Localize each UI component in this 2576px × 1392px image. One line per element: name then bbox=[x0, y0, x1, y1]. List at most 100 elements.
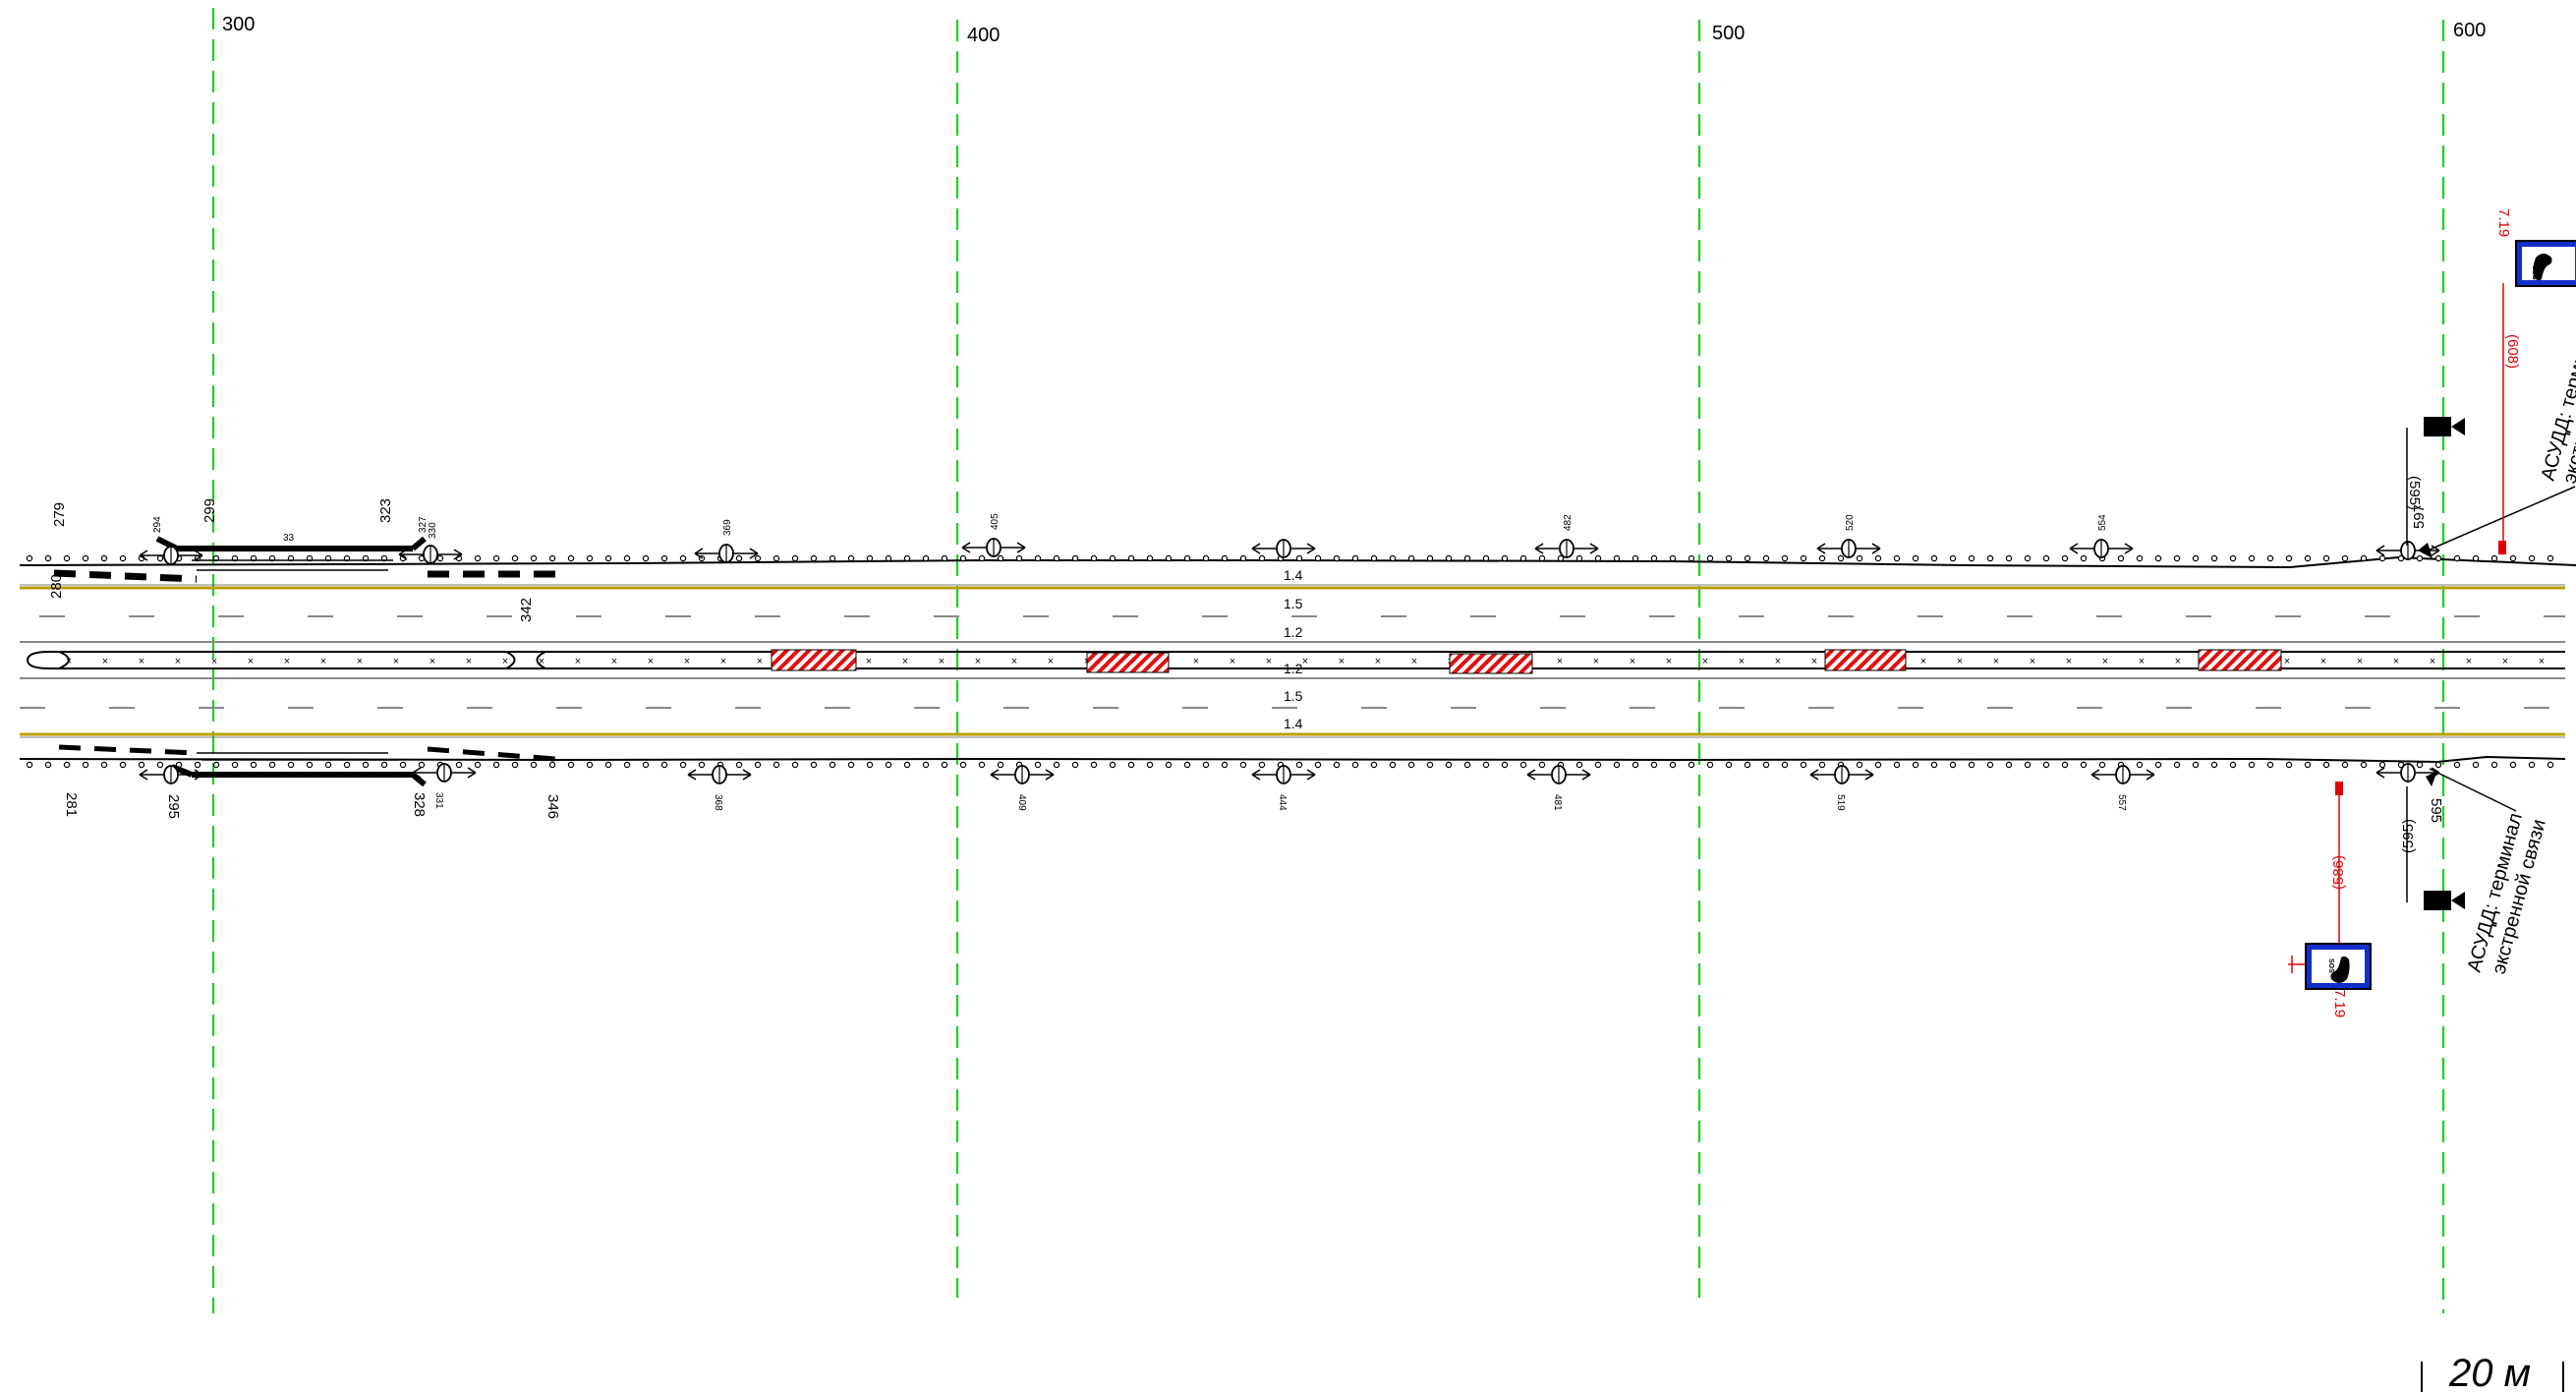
curb-dot bbox=[1912, 761, 1919, 769]
curb-dot bbox=[1127, 761, 1135, 769]
curb-dot bbox=[791, 761, 799, 769]
barrier-post-mark: × bbox=[284, 656, 290, 667]
curb-dot bbox=[1221, 761, 1229, 769]
curb-dot bbox=[2229, 761, 2237, 769]
curb-dot bbox=[1669, 761, 1677, 769]
curb-dot bbox=[847, 554, 855, 562]
chainage-grid: 300 400 500 600 bbox=[211, 8, 2486, 1313]
curb-dot bbox=[2154, 554, 2162, 562]
barrier-post-mark: × bbox=[393, 656, 399, 667]
curb-dot bbox=[2248, 761, 2256, 769]
curb-dot bbox=[63, 761, 71, 769]
barrier-post-mark: × bbox=[2284, 656, 2290, 667]
marking-label-axis-bottom: 1.2 bbox=[1284, 661, 1303, 676]
curb-dot bbox=[1258, 761, 1266, 769]
curb-dot bbox=[1071, 554, 1079, 562]
curb-dot bbox=[2210, 554, 2218, 562]
curb-dot bbox=[1202, 761, 1210, 769]
curb-dot bbox=[642, 554, 650, 562]
curb-dot bbox=[268, 761, 276, 769]
curb-dot bbox=[997, 554, 1004, 562]
lamp-post-icon bbox=[1526, 765, 1591, 784]
curb-dot bbox=[1258, 554, 1266, 562]
curb-dot bbox=[100, 554, 108, 562]
curb-dot bbox=[2360, 761, 2368, 769]
curb-dot bbox=[2472, 761, 2480, 769]
barrier-post-mark: × bbox=[1230, 656, 1235, 667]
curb-dot bbox=[2490, 761, 2498, 769]
sign-position-label: (608) bbox=[2504, 334, 2521, 369]
lamp-post-icon bbox=[1534, 539, 1599, 558]
marking-label-edge-top: 1.4 bbox=[1284, 567, 1303, 583]
barrier-post-mark: × bbox=[2030, 656, 2035, 667]
curb-dot bbox=[679, 761, 687, 769]
curb-dot bbox=[1912, 554, 1919, 562]
barrier-post-mark: × bbox=[866, 656, 872, 667]
label-299: 299 bbox=[201, 498, 218, 523]
curb-dot bbox=[1930, 761, 1938, 769]
curb-dot bbox=[1165, 554, 1173, 562]
curb-dot bbox=[2210, 761, 2218, 769]
lamp-post-icon bbox=[1251, 539, 1316, 558]
curb-dot bbox=[1370, 761, 1378, 769]
sos-phone-sign-icon bbox=[2515, 240, 2576, 287]
barrier-post-mark: × bbox=[66, 656, 72, 667]
curb-dot bbox=[2192, 761, 2200, 769]
curb-dot bbox=[903, 761, 911, 769]
curb-dot bbox=[2322, 761, 2330, 769]
barrier-post-icon bbox=[2418, 543, 2433, 558]
curb-dot bbox=[492, 554, 500, 562]
barrier-post-mark: × bbox=[648, 656, 654, 667]
curb-dot bbox=[941, 554, 948, 562]
curb-dot bbox=[2378, 554, 2386, 562]
curb-dot bbox=[119, 554, 127, 562]
barrier-post-mark: × bbox=[1920, 656, 1926, 667]
curb-dot bbox=[1333, 554, 1341, 562]
sos-sign-text: SOS bbox=[2531, 265, 2538, 280]
curb-dot bbox=[2080, 761, 2088, 769]
barrier-post-mark: × bbox=[320, 656, 326, 667]
barrier-post-mark: × bbox=[502, 656, 508, 667]
curb-dot bbox=[1986, 554, 1994, 562]
curb-dot bbox=[2547, 761, 2554, 769]
curb-dot bbox=[1800, 554, 1807, 562]
curb-dot bbox=[1893, 554, 1901, 562]
lamp-post-icon bbox=[1809, 765, 1874, 784]
right-bottom-sos-group: SOS 7.19 (586) (595) 595 АСУДД: терминал… bbox=[2288, 768, 2550, 1017]
curb-dot bbox=[2136, 761, 2144, 769]
curb-dot bbox=[2472, 554, 2480, 562]
curb-dot bbox=[2117, 554, 2125, 562]
lamps-top-row: 369 405 482 520 554 bbox=[694, 513, 2440, 563]
curb-dot bbox=[866, 554, 874, 562]
curb-dot bbox=[1968, 554, 1975, 562]
curb-dot bbox=[2434, 761, 2442, 769]
curb-dot bbox=[623, 761, 631, 769]
label-33: 33 bbox=[283, 533, 295, 544]
curb-dot bbox=[567, 554, 575, 562]
crossover-hatch bbox=[1086, 652, 1170, 673]
curb-dot bbox=[586, 554, 594, 562]
barrier-post-mark: × bbox=[466, 656, 472, 667]
curb-dot bbox=[1706, 554, 1714, 562]
curb-dot bbox=[2509, 554, 2517, 562]
curb-dot bbox=[2229, 554, 2237, 562]
barrier-post-mark: × bbox=[102, 656, 108, 667]
curb-dot bbox=[418, 761, 426, 769]
curb-dot bbox=[1949, 761, 1957, 769]
curb-dot bbox=[2416, 761, 2424, 769]
curb-dot bbox=[997, 761, 1004, 769]
curb-dot bbox=[100, 761, 108, 769]
barrier-post-mark: × bbox=[1557, 656, 1563, 667]
curb-dot bbox=[1501, 761, 1509, 769]
curb-dot bbox=[1631, 761, 1639, 769]
curb-dot bbox=[567, 761, 575, 769]
label-323: 323 bbox=[377, 498, 394, 523]
curb-dot bbox=[44, 761, 52, 769]
curb-dot bbox=[1407, 761, 1415, 769]
barrier-post-mark: × bbox=[1666, 656, 1672, 667]
chainage-label-500: 500 bbox=[1712, 23, 1745, 44]
curb-dot bbox=[2285, 761, 2293, 769]
curb-dot bbox=[791, 554, 799, 562]
curb-dot bbox=[2547, 554, 2554, 562]
curb-dot bbox=[2192, 554, 2200, 562]
